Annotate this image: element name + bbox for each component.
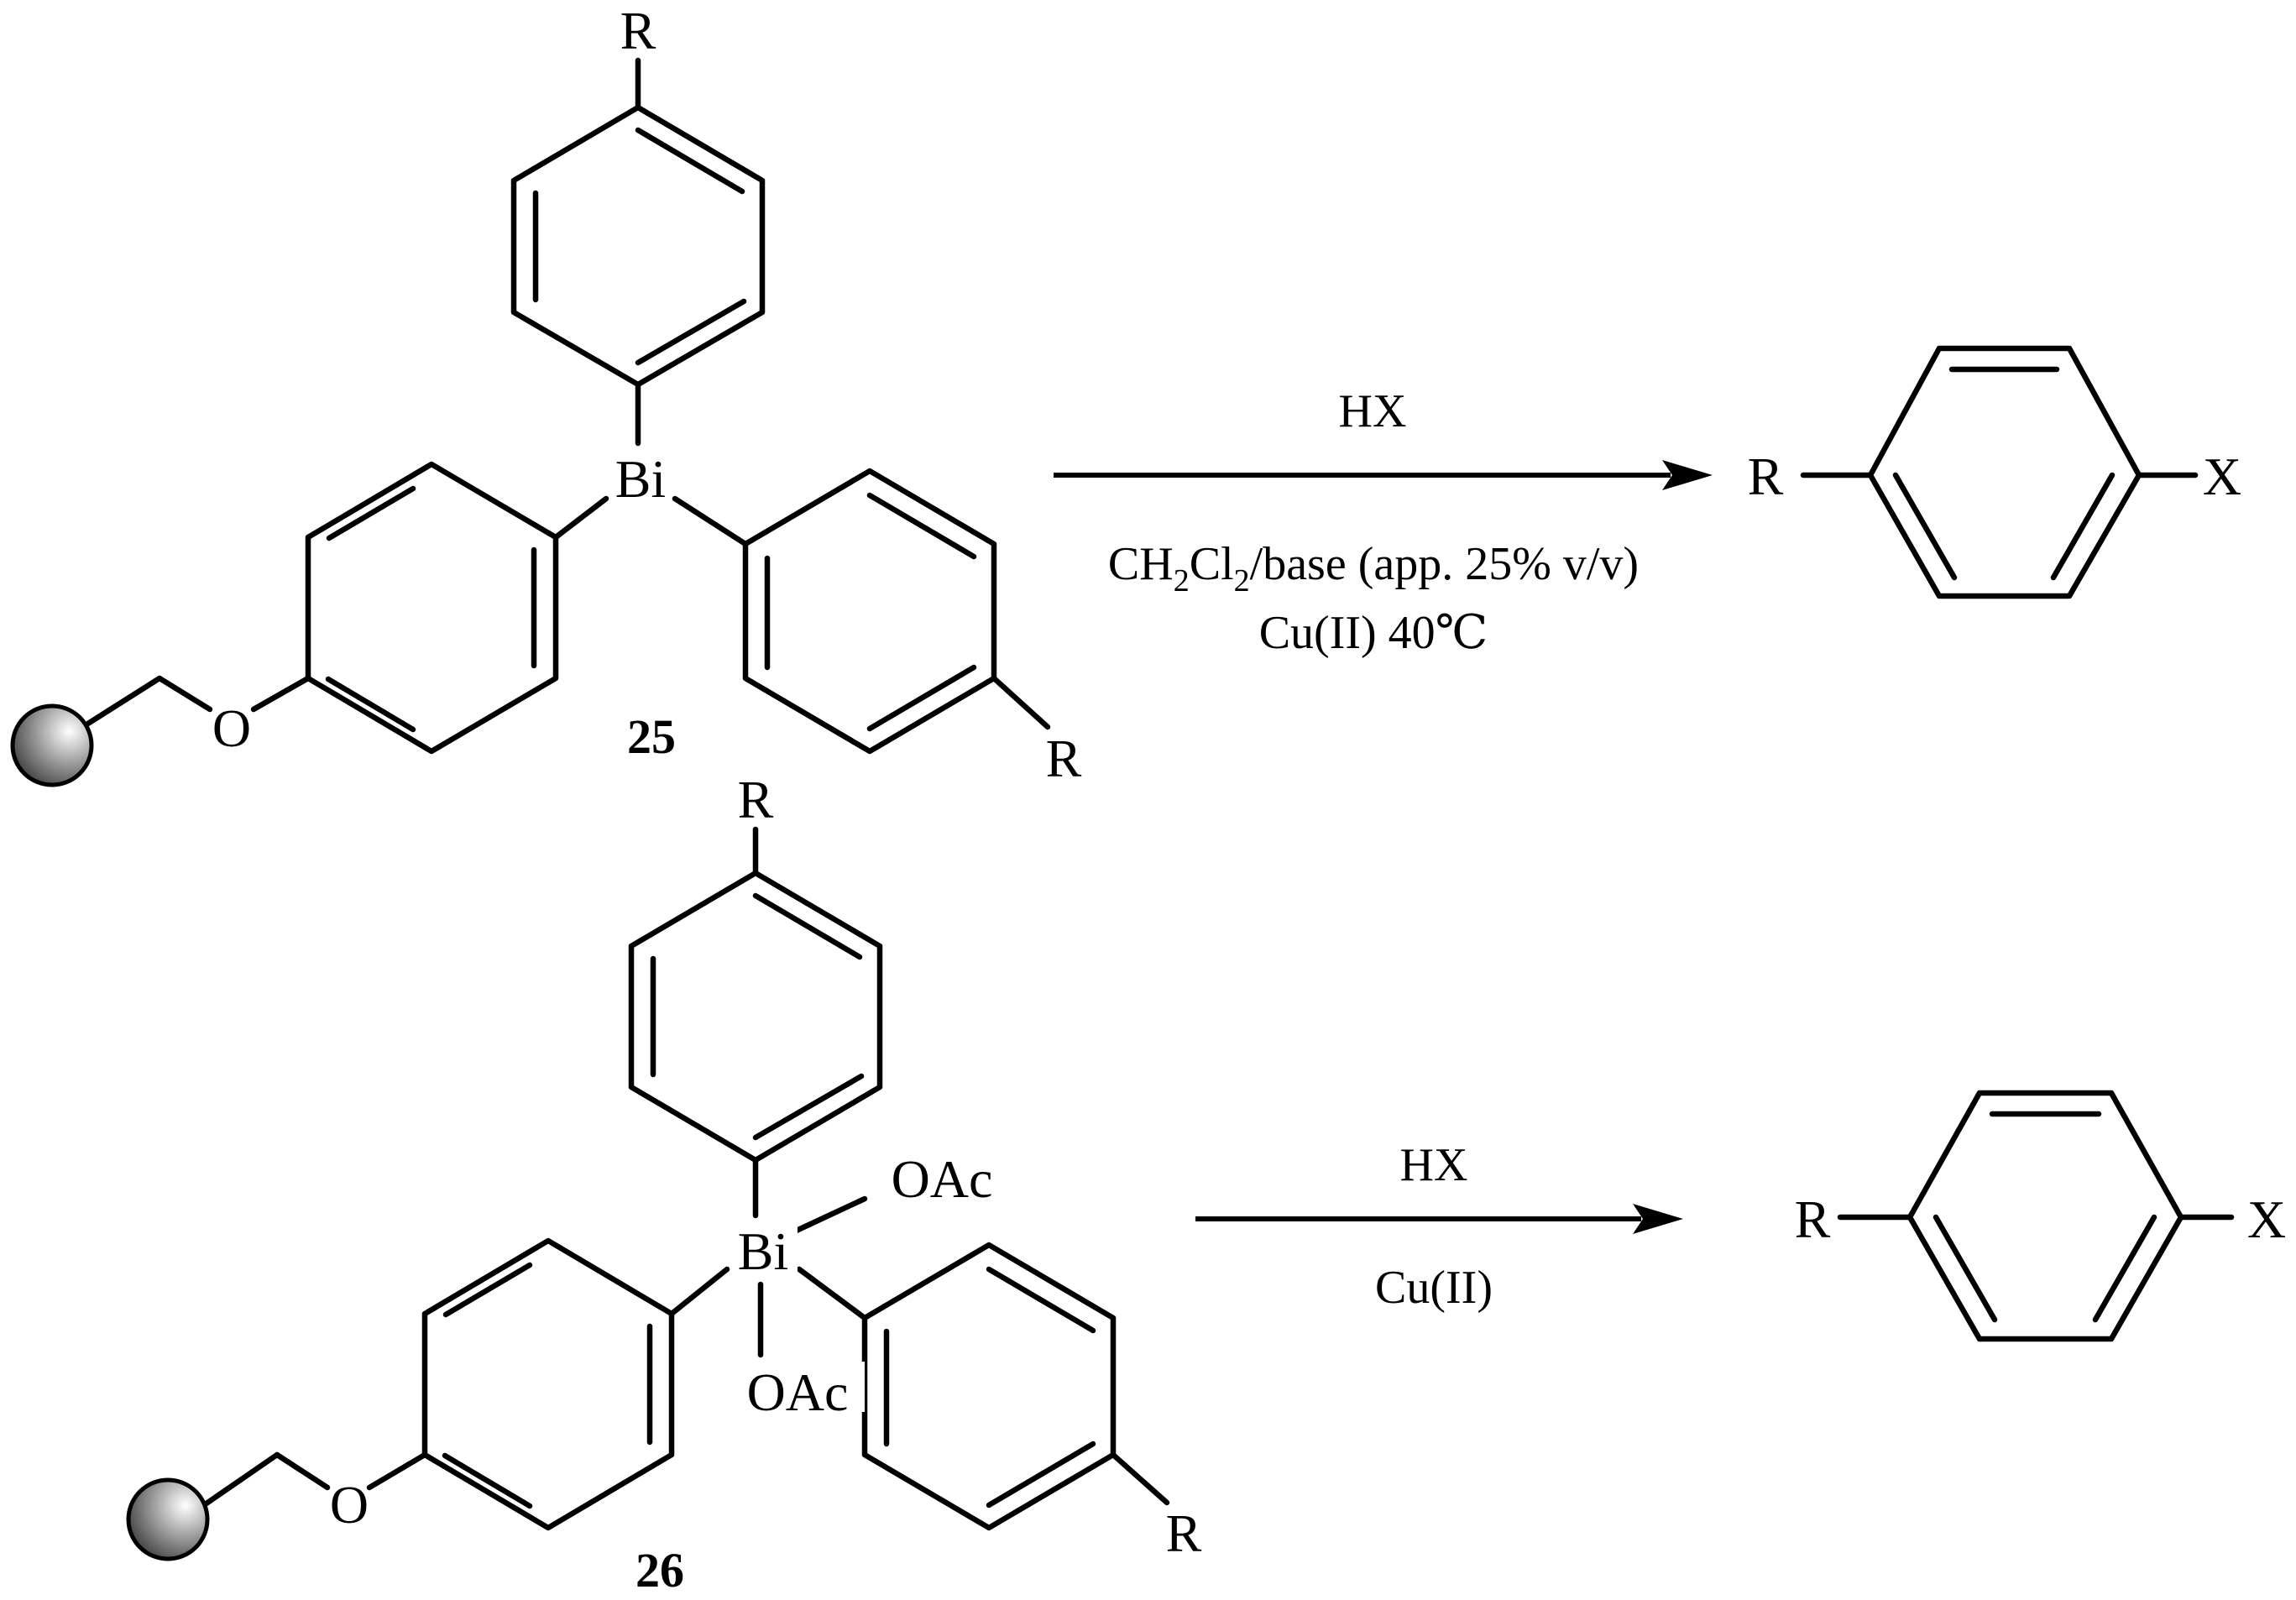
product-2-r: R — [1795, 1190, 1831, 1249]
ring-top-26 — [628, 870, 883, 1163]
bond-ch2-bead-25 — [81, 675, 163, 729]
reagent-below-1-line-1: CH2Cl2/base (app. 25% v/v) — [1108, 538, 1639, 599]
atom-r-right-26: R — [1166, 1503, 1202, 1563]
product-2-ring — [1906, 1090, 2184, 1342]
compound-26-structure: R Bi OAc OAc O R 26 — [126, 770, 1202, 1597]
reagent-ch: CH — [1108, 538, 1174, 590]
atom-bi-26: Bi — [738, 1221, 788, 1281]
arrow-head-2 — [1633, 1204, 1683, 1234]
reagent-above-2: HX — [1400, 1139, 1468, 1191]
compound-label-26: 26 — [635, 1543, 684, 1597]
reagent-above-1: HX — [1339, 385, 1407, 437]
atom-r-top-26: R — [738, 770, 774, 829]
atom-bi-25: Bi — [615, 449, 666, 509]
atom-oac-bottom-26-knockout — [730, 1362, 865, 1412]
bond-bi-oac-top-26 — [786, 1195, 868, 1237]
reagent-sub-2a: 2 — [1174, 563, 1190, 599]
ring-left-26-inner-bonds — [442, 1262, 653, 1509]
atom-r-top-25: R — [620, 1, 656, 60]
product-1-ring-inner-bonds — [1892, 366, 2116, 581]
product-1-ring — [1867, 345, 2142, 599]
compound-25-structure: R Bi O R 25 — [10, 1, 1082, 788]
ring-right-26-inner-bonds — [883, 1266, 1096, 1508]
product-1-r: R — [1748, 447, 1784, 506]
ring-right-26 — [861, 1242, 1117, 1531]
product-1-x: X — [2203, 447, 2241, 506]
atom-bi-26-knockout — [730, 1219, 798, 1273]
arrow-head-1 — [1662, 460, 1713, 490]
ring-left-25 — [305, 461, 559, 755]
polymer-bead-26 — [126, 1477, 210, 1561]
bond-r-right-26 — [1110, 1451, 1170, 1506]
compound-label-25: 25 — [627, 709, 676, 764]
ring-top-25 — [510, 104, 766, 388]
product-2-x: X — [2247, 1190, 2286, 1249]
bond-bi-left-25 — [552, 495, 609, 541]
bond-o-ring-26 — [366, 1451, 428, 1491]
bond-bi-left-26 — [668, 1266, 730, 1317]
reagent-below-2: Cu(II) — [1375, 1262, 1493, 1314]
ring-top-25-inner-bonds — [532, 127, 747, 366]
product-2: R X — [1795, 1090, 2286, 1342]
reagent-below-1-line-2: Cu(II) 40℃ — [1259, 607, 1488, 659]
reaction-arrow-2 — [1195, 1204, 1683, 1234]
atom-oac-top-26: OAc — [892, 1149, 993, 1209]
reaction-1: R Bi O R 25 HX CH2Cl2/base (app. 25% v/v… — [10, 1, 2241, 788]
ring-left-25-inner-bonds — [325, 485, 537, 733]
atom-oac-bottom-26: OAc — [747, 1362, 849, 1422]
product-2-ring-inner-bonds — [1933, 1111, 2157, 1323]
bond-ch2-bead-26 — [198, 1451, 280, 1510]
bond-r-right-25 — [991, 675, 1051, 730]
ring-right-25 — [742, 468, 997, 755]
ring-right-25-inner-bonds — [764, 492, 977, 732]
bond-bi-right-25 — [672, 495, 749, 547]
reaction-2: R Bi OAc OAc O R 26 HX Cu(II) R X — [126, 770, 2286, 1597]
reagent-sub-2b: 2 — [1234, 563, 1250, 599]
ring-top-26-inner-bonds — [650, 892, 865, 1141]
atom-r-right-25: R — [1046, 729, 1082, 788]
bond-o-ring-25 — [250, 675, 311, 713]
bond-bi-right-26 — [796, 1266, 868, 1321]
atom-o-26: O — [330, 1475, 369, 1535]
bond-o-ch2-26 — [274, 1451, 331, 1491]
reagent-rest: /base (app. 25% v/v) — [1250, 538, 1639, 590]
atom-o-25: O — [212, 698, 251, 758]
reaction-arrow-1 — [1054, 460, 1713, 490]
bond-o-ch2-25 — [156, 675, 213, 713]
ring-left-26 — [421, 1237, 675, 1531]
product-1: R X — [1748, 345, 2241, 599]
polymer-bead-25 — [10, 703, 94, 787]
reagent-cl: Cl — [1190, 538, 1234, 590]
